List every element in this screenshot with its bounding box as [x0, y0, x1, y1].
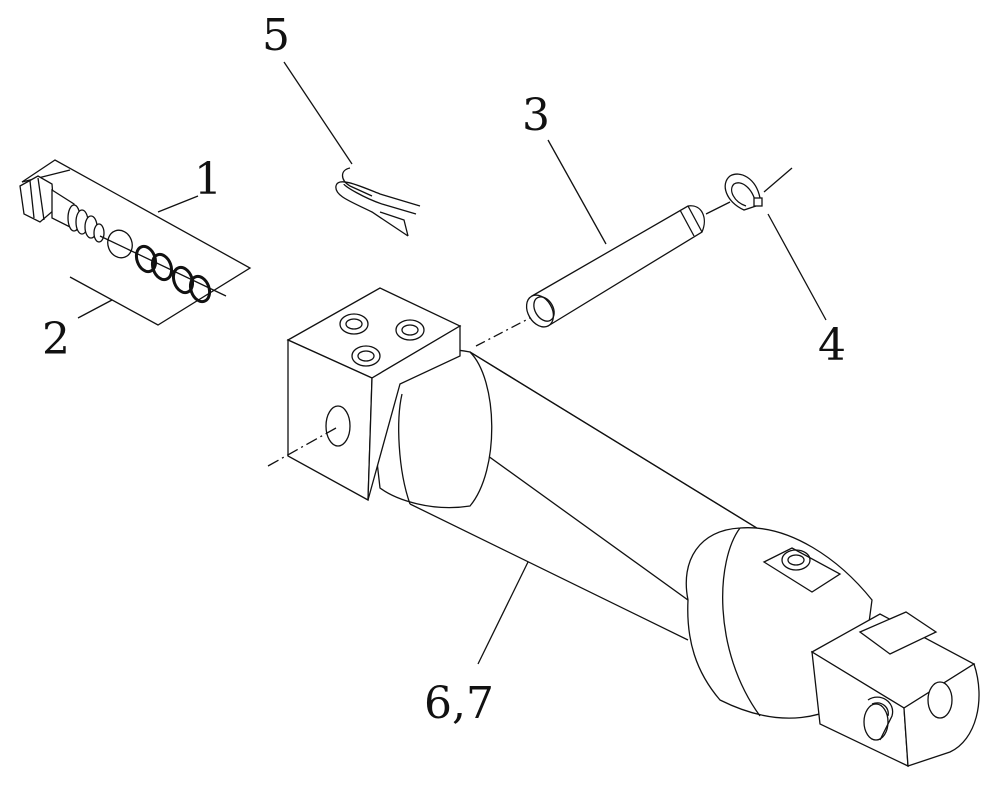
- callout-2: 2: [42, 314, 70, 365]
- callout-1: 1: [194, 154, 222, 205]
- hair-pin-clip-icon: [335, 167, 421, 237]
- callout-4: 4: [818, 320, 846, 371]
- valve-cartridge-icon: [19, 159, 252, 326]
- callout-6-7: 6,7: [424, 678, 494, 729]
- callout-3: 3: [522, 90, 550, 141]
- hydraulic-cylinder-icon: [267, 287, 980, 768]
- leader-lines: [77, 61, 827, 665]
- pivot-pin-icon: [475, 201, 731, 347]
- o-ring-seal-kit-icon: [107, 229, 212, 304]
- snap-ring-icon: [724, 167, 793, 211]
- callout-5: 5: [262, 10, 290, 61]
